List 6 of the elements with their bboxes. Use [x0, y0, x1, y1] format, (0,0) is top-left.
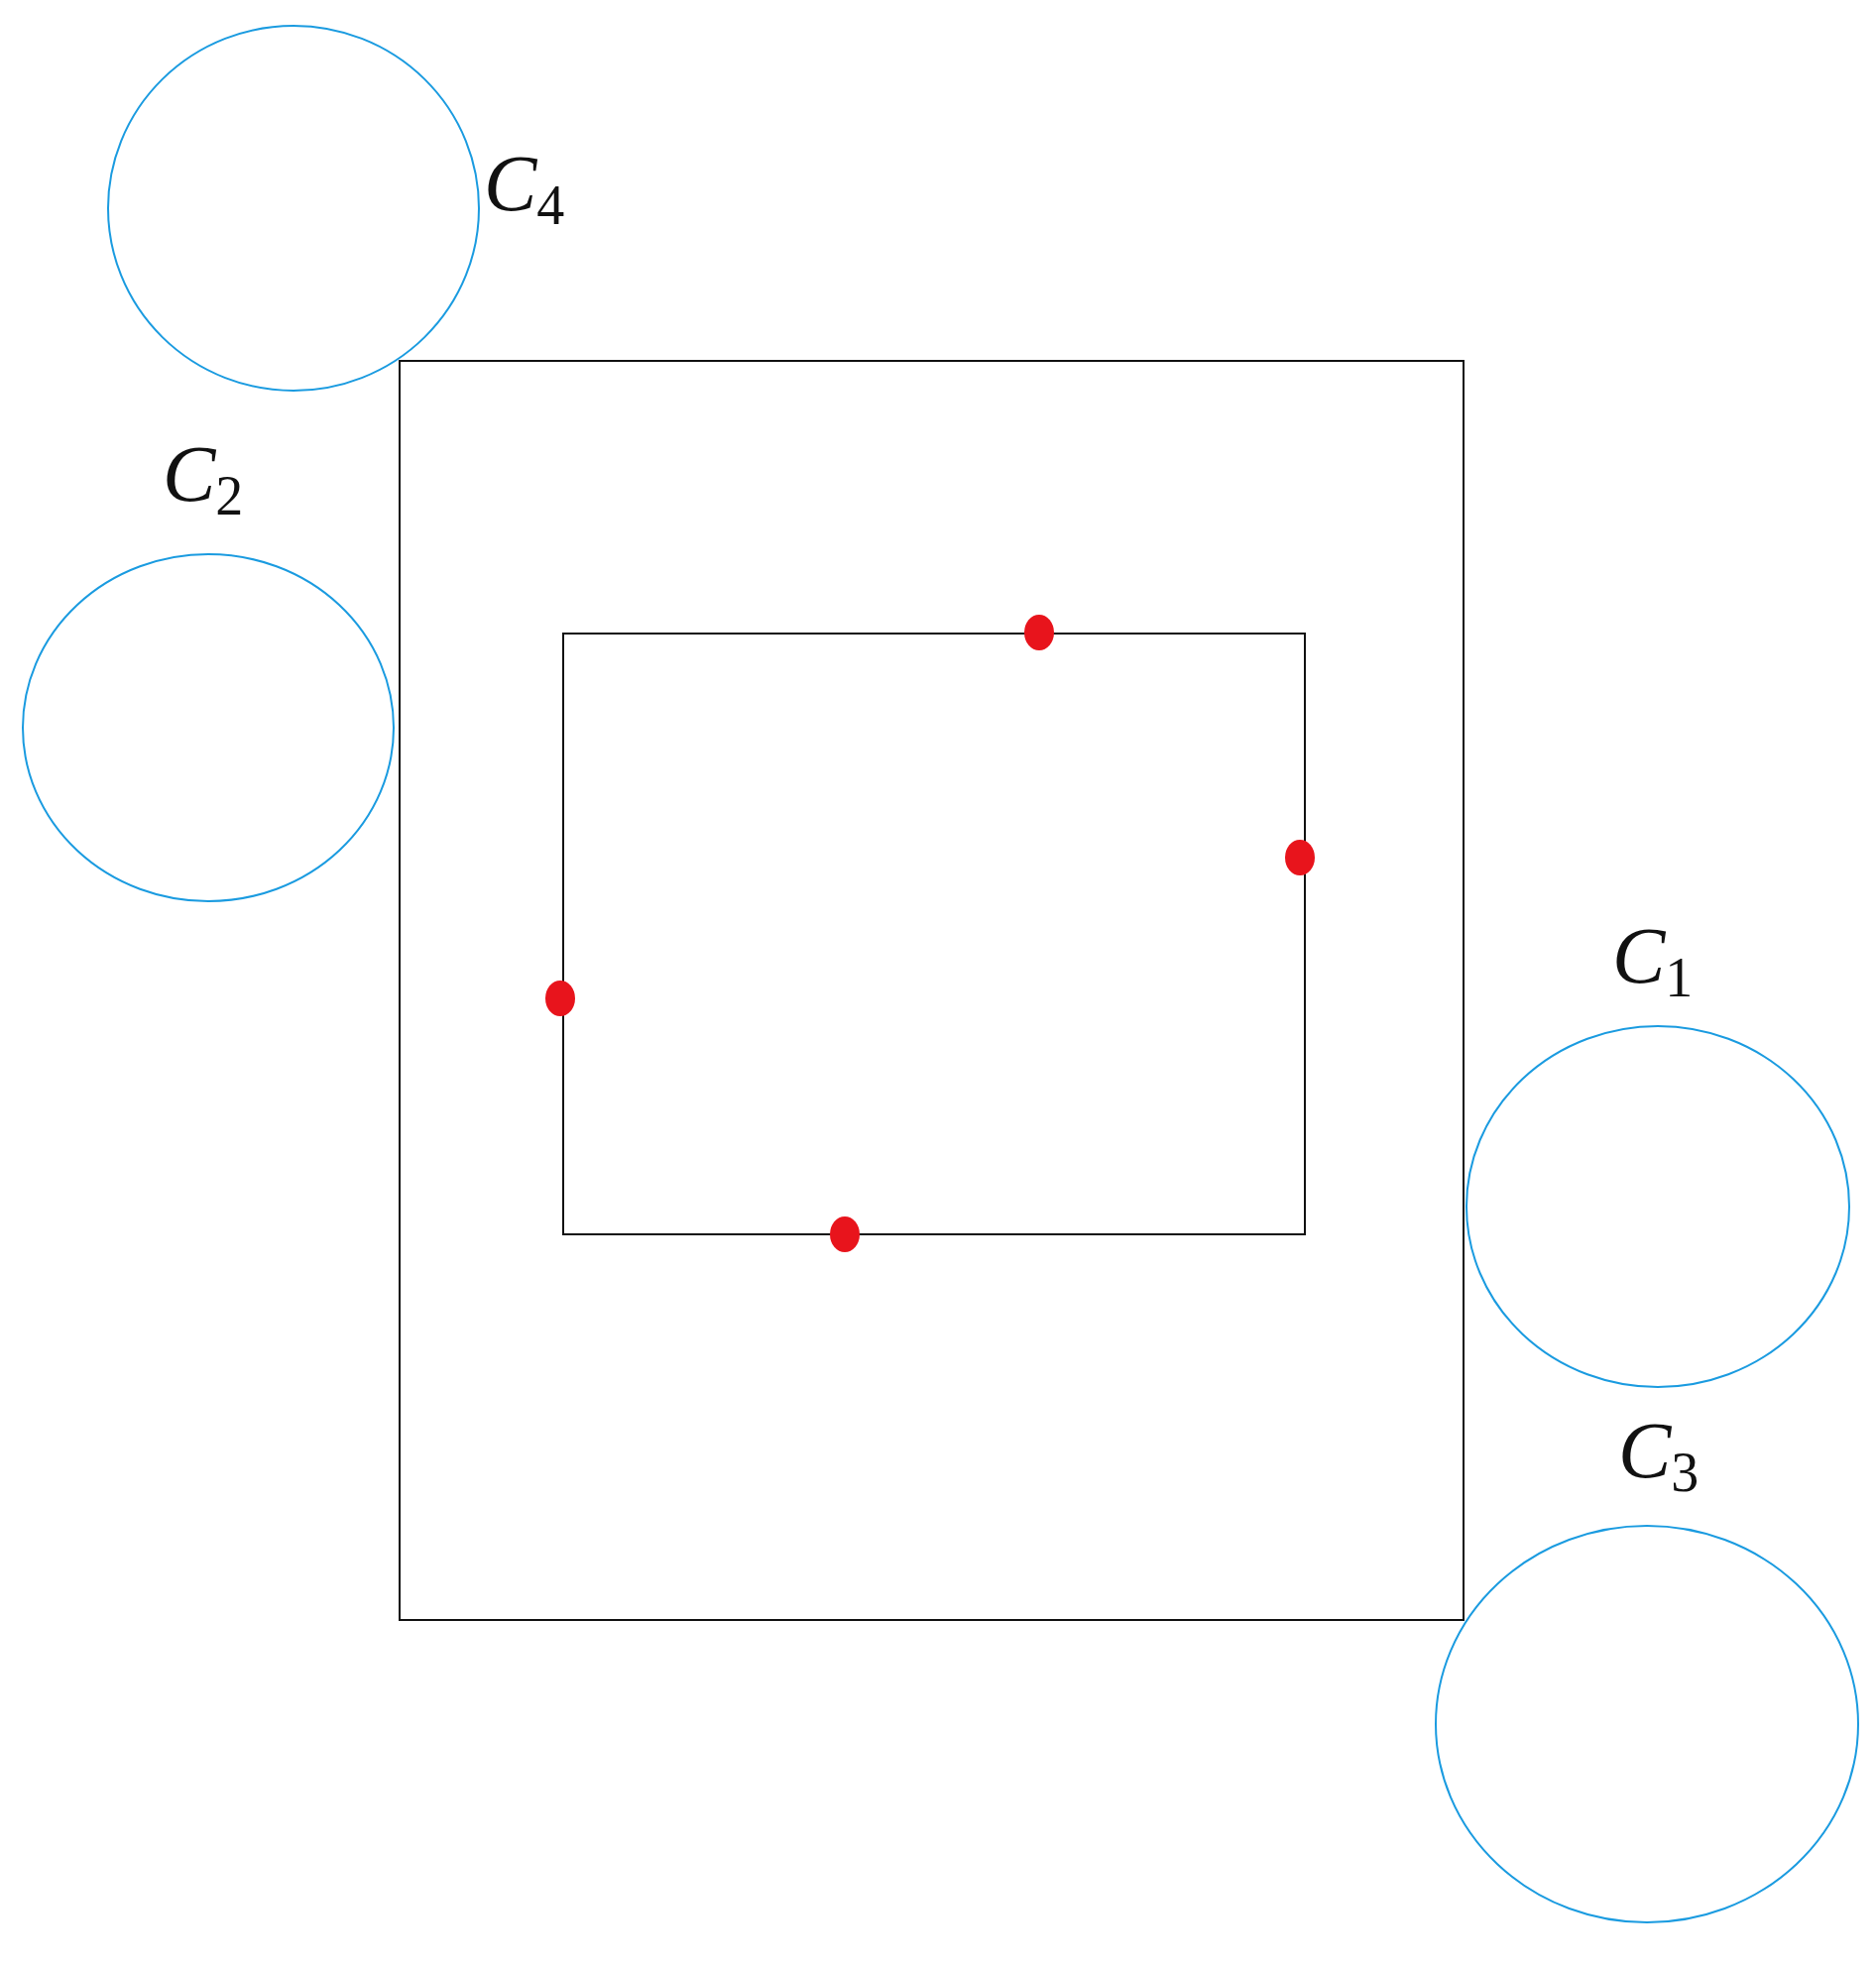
circle-label: C$_{1}$ [1612, 916, 1694, 1005]
circle-label: C$_{4}$ [484, 144, 565, 233]
circle-label: C$_{3}$ [1618, 1411, 1700, 1500]
outer-rectangle [399, 360, 1465, 1621]
circle-label: C$_{2}$ [163, 434, 244, 523]
inner-rectangle [562, 633, 1306, 1235]
